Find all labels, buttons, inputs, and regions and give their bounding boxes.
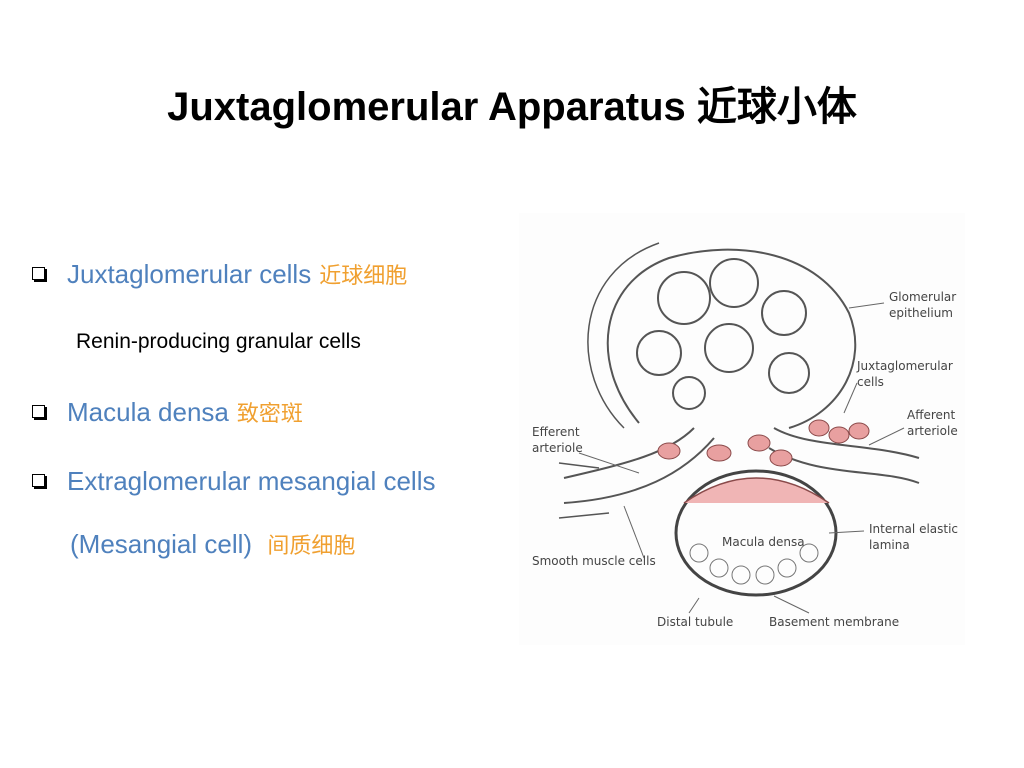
label-basement-membrane: Basement membrane (769, 615, 899, 629)
label-glomerular-epithelium-2: epithelium (889, 306, 953, 320)
label-macula-densa: Macula densa (722, 535, 805, 549)
checkbox-bullet-icon (32, 267, 45, 280)
glomerulus-illustration (587, 242, 857, 429)
bullet-text: Juxtaglomerular cells (67, 259, 312, 289)
bullet-chinese: 近球细胞 (319, 263, 408, 288)
sub-line-renin: Renin-producing granular cells (76, 330, 361, 353)
label-glomerular-epithelium-1: Glomerular (889, 290, 956, 304)
label-internal-elastic-1: Internal elastic (869, 522, 958, 536)
continuation-text: (Mesangial cell) (70, 529, 253, 559)
label-distal-tubule: Distal tubule (657, 615, 733, 629)
bullet-continuation: (Mesangial cell) 间质细胞 (70, 528, 355, 560)
checkbox-bullet-icon (32, 405, 45, 418)
label-afferent-1: Afferent (907, 408, 956, 422)
label-internal-elastic-2: lamina (869, 538, 910, 552)
label-afferent-2: arteriole (907, 424, 958, 438)
slide-title: Juxtaglomerular Apparatus 近球小体 (0, 74, 1024, 132)
bullet-juxtaglomerular-cells: Juxtaglomerular cells 近球细胞 (32, 258, 407, 290)
bullet-macula-densa: Macula densa 致密斑 (32, 396, 303, 428)
title-text: Juxtaglomerular Apparatus (167, 85, 686, 129)
label-efferent-2: arteriole (532, 441, 583, 455)
bullet-chinese: 致密斑 (236, 401, 303, 426)
bullet-text: Extraglomerular mesangial cells (67, 466, 436, 496)
label-juxtaglomerular-cells-2: cells (857, 375, 884, 389)
label-smooth-muscle: Smooth muscle cells (532, 554, 656, 568)
bullet-text: Macula densa (67, 397, 229, 427)
figure-background (519, 213, 965, 645)
label-juxtaglomerular-cells-1: Juxtaglomerular (856, 359, 953, 373)
continuation-chinese: 间质细胞 (267, 533, 356, 558)
bullet-extraglomerular: Extraglomerular mesangial cells (32, 466, 435, 497)
granular-cells (657, 419, 870, 467)
checkbox-bullet-icon (32, 474, 45, 487)
juxtaglomerular-diagram: Glomerular epithelium Juxtaglomerular ce… (519, 213, 965, 645)
label-efferent-1: Efferent (532, 425, 580, 439)
label-leader-lines (578, 302, 905, 614)
title-chinese: 近球小体 (696, 85, 857, 129)
